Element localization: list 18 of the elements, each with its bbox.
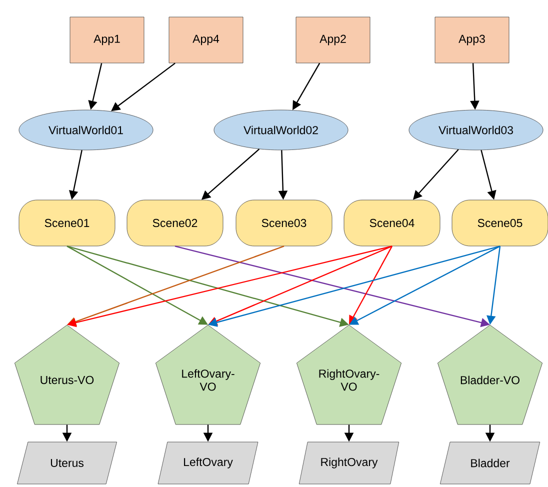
app-box: App2	[296, 16, 370, 64]
pentagon: Bladder-VO	[438, 324, 543, 425]
pentagon: LeftOvary-VO	[156, 324, 261, 425]
pentagon: Uterus-VO	[14, 324, 120, 425]
scene-box: Scene04	[344, 200, 440, 246]
app-box: App3	[434, 16, 510, 64]
app-box: App4	[168, 16, 244, 64]
data-parallelogram: Uterus	[17, 442, 117, 484]
arrow	[111, 62, 176, 112]
data-parallelogram: RightOvary	[298, 442, 400, 484]
scene-box: Scene03	[236, 200, 332, 246]
pentagon: RightOvary-VO	[296, 324, 402, 425]
scene-box: Scene05	[452, 200, 548, 246]
scene-box: Scene02	[126, 200, 224, 246]
data-parallelogram: Bladder	[440, 442, 540, 484]
data-parallelogram: LeftOvary	[158, 442, 258, 484]
scene-box: Scene01	[18, 200, 116, 246]
app-box: App1	[70, 16, 144, 64]
